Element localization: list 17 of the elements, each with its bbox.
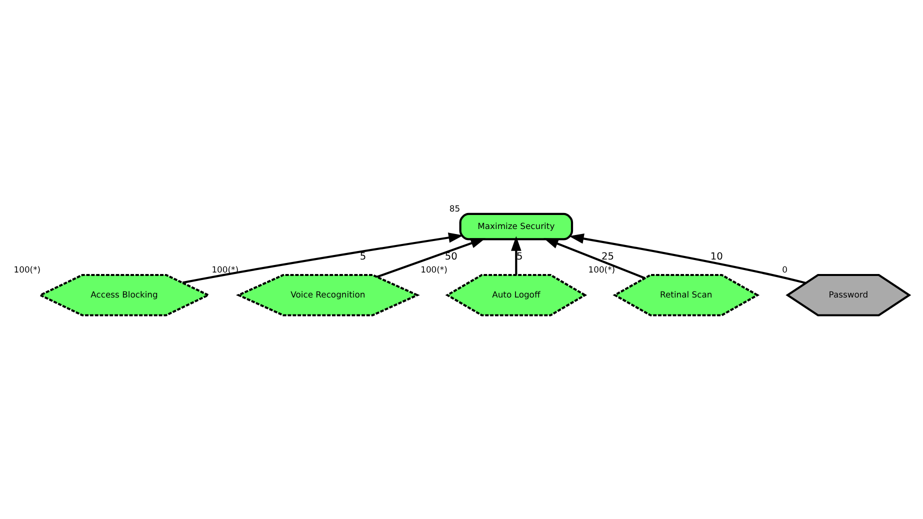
edge-label: 5 xyxy=(516,251,523,262)
arrow xyxy=(182,232,464,284)
node-label: 85 xyxy=(449,203,460,214)
arrow xyxy=(511,236,522,274)
node-label: 100(*) xyxy=(14,264,41,274)
arrow xyxy=(544,238,646,279)
node-label: 100(*) xyxy=(588,264,616,274)
arrow xyxy=(376,238,486,278)
node-box: Maximize Security xyxy=(459,212,574,240)
arrow xyxy=(569,233,806,284)
node-label: 100(*) xyxy=(420,264,448,274)
node-label: 100(*) xyxy=(212,264,239,274)
node-label: 0 xyxy=(782,264,788,274)
edge-label: 50 xyxy=(444,251,458,262)
edge-label: 25 xyxy=(602,251,614,262)
edge-label: 10 xyxy=(710,251,723,262)
edge-label: 5 xyxy=(360,251,366,262)
